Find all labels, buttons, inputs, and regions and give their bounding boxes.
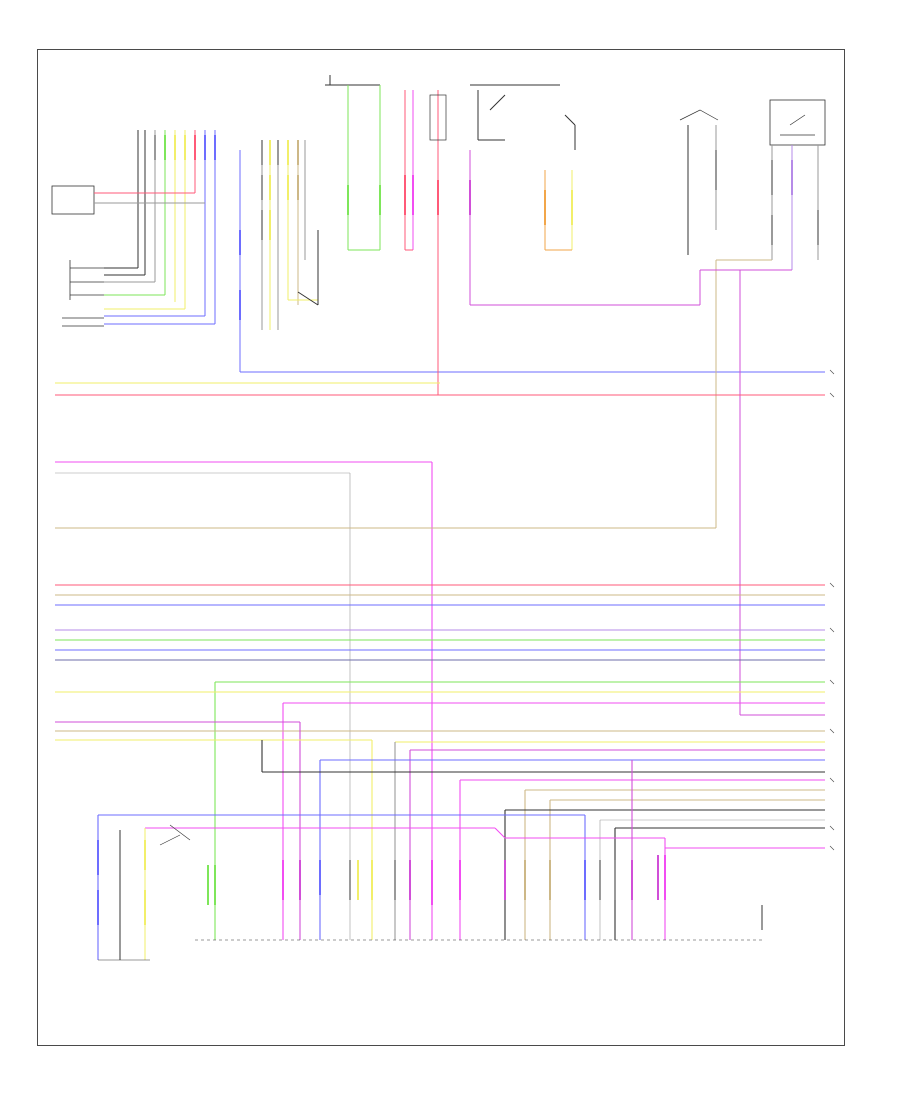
relay-box <box>769 99 826 146</box>
relay-stubs <box>687 150 819 245</box>
horizontal-buses <box>55 382 825 960</box>
top-center-circuits <box>325 75 700 395</box>
sensor-component <box>51 185 130 215</box>
top-left-harness <box>104 130 216 325</box>
module-connector-row <box>195 855 765 941</box>
left-component-pins <box>62 260 104 327</box>
top-connector-stubs <box>137 135 216 160</box>
bottom-left-stubs <box>97 840 146 925</box>
sensor-box <box>51 185 95 215</box>
center-left-stubs <box>239 140 299 320</box>
relay-box-right <box>679 99 826 715</box>
diagram-frame <box>37 49 845 1046</box>
top-center-stubs <box>347 175 573 225</box>
bus-end-marks <box>829 369 835 851</box>
center-left-harness <box>239 140 825 373</box>
